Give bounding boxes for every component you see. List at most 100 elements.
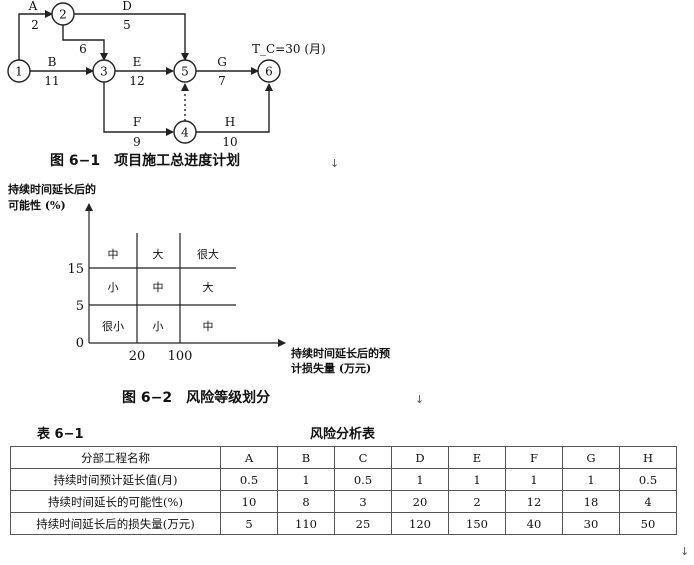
table-row: 持续时间延长后的损失量(万元) 5 110 25 120 150 40 30 5… xyxy=(10,512,677,535)
arrow-h xyxy=(196,83,273,133)
table-cell: 5 xyxy=(220,512,278,535)
arrow-dummy-2-3 xyxy=(62,25,108,61)
header-cell: H xyxy=(619,446,677,469)
cell-r1-c3: 很大 xyxy=(197,247,219,261)
node-5-label: 5 xyxy=(181,65,189,79)
table-cell: 25 xyxy=(334,512,392,535)
table-cell: 0.5 xyxy=(334,468,392,491)
header-cell: 分部工程名称 xyxy=(10,446,221,469)
table-cell: 40 xyxy=(505,512,563,535)
header-cell: B xyxy=(277,446,335,469)
header-cell: C xyxy=(334,446,392,469)
table-cell: 4 xyxy=(619,490,677,513)
table-cell: 1 xyxy=(391,468,449,491)
table-cell: 18 xyxy=(562,490,620,513)
header-cell: G xyxy=(562,446,620,469)
table-cell: 30 xyxy=(562,512,620,535)
row-label: 持续时间延长的可能性(%) xyxy=(10,490,221,513)
header-cell: A xyxy=(220,446,278,469)
activity-name-b: B xyxy=(48,55,57,69)
table-cell: 12 xyxy=(505,490,563,513)
header-cell: F xyxy=(505,446,563,469)
node-4-label: 4 xyxy=(181,126,189,140)
fig2-caption: 图 6−2 风险等级划分 xyxy=(122,390,271,406)
table-cell: 20 xyxy=(391,490,449,513)
x-tick-20: 20 xyxy=(129,349,146,364)
table-cell: 50 xyxy=(619,512,677,535)
node-1-circle xyxy=(7,59,31,83)
activity-duration-h: 10 xyxy=(222,135,237,149)
cell-r2-c3: 大 xyxy=(203,280,214,294)
total-duration-label: T_C=30 (月) xyxy=(252,42,326,56)
row-label: 持续时间预计延长值(月) xyxy=(10,468,221,491)
node-2-circle xyxy=(51,2,75,26)
table-cell: 8 xyxy=(277,490,335,513)
table-cell: 0.5 xyxy=(220,468,278,491)
activity-name-f: F xyxy=(133,115,141,129)
y-tick-15: 15 xyxy=(67,262,84,277)
node-5-circle xyxy=(173,59,197,83)
risk-matrix: 持续时间延长后的 可能性 (%) 持续时间延长后的预 计损失量 (万元) 15 … xyxy=(8,182,390,375)
table-number: 表 6−1 xyxy=(37,427,84,442)
dummy-label: 6 xyxy=(79,42,87,56)
arrow-d xyxy=(74,13,189,61)
table-cell: 150 xyxy=(448,512,506,535)
return-mark-1: ↓ xyxy=(330,157,340,170)
activity-duration-e: 12 xyxy=(129,74,144,88)
table-cell: 110 xyxy=(277,512,335,535)
y-tick-5: 5 xyxy=(76,299,84,314)
cell-r3-c3: 中 xyxy=(203,320,214,333)
node-3-circle xyxy=(92,59,116,83)
table-cell: 3 xyxy=(334,490,392,513)
cell-r3-c1: 很小 xyxy=(102,319,124,333)
activity-duration-f: 9 xyxy=(133,135,141,149)
cell-r2-c1: 小 xyxy=(108,281,119,294)
table-cell: 1 xyxy=(562,468,620,491)
activity-name-e: E xyxy=(133,55,142,69)
node-3-label: 3 xyxy=(100,65,108,79)
header-cell: D xyxy=(391,446,449,469)
activity-duration-g: 7 xyxy=(218,74,226,88)
table-row: 持续时间延长的可能性(%) 10 8 3 20 2 12 18 4 xyxy=(10,490,677,513)
y-axis-label-line1: 持续时间延长后的 xyxy=(8,182,96,196)
x-axis-label-line1: 持续时间延长后的预 xyxy=(291,346,390,360)
y-axis-label-line2: 可能性 (%) xyxy=(8,198,66,212)
grid-lines xyxy=(89,233,236,343)
row-label: 持续时间延长后的损失量(万元) xyxy=(10,512,221,535)
x-tick-100: 100 xyxy=(168,349,193,364)
cell-r1-c2: 大 xyxy=(153,247,164,261)
cell-r3-c2: 小 xyxy=(153,320,164,333)
node-6-label: 6 xyxy=(265,65,273,79)
risk-analysis-table: 分部工程名称 A B C D E F G H 持续时间预计延长值(月) 0.5 … xyxy=(10,446,677,535)
activity-duration-b: 11 xyxy=(44,74,59,88)
network-diagram: 1 2 3 4 5 6 A 2 D 5 6 B 11 E 12 G 7 F 9 … xyxy=(7,0,326,149)
table-cell: 1 xyxy=(277,468,335,491)
fig1-caption: 图 6−1 项目施工总进度计划 xyxy=(50,153,241,169)
activity-duration-d: 5 xyxy=(123,18,131,32)
cell-r1-c1: 中 xyxy=(108,248,119,261)
table-title: 风险分析表 xyxy=(310,427,376,442)
x-axis-label-line2: 计损失量 (万元) xyxy=(291,361,371,375)
activity-name-d: D xyxy=(122,0,132,13)
return-mark-2: ↓ xyxy=(415,393,425,406)
activity-name-a: A xyxy=(28,0,38,13)
activity-name-g: G xyxy=(217,55,227,69)
table-cell: 1 xyxy=(448,468,506,491)
table-cell: 0.5 xyxy=(619,468,677,491)
node-1-label: 1 xyxy=(15,65,23,79)
node-2-label: 2 xyxy=(59,8,67,22)
activity-name-h: H xyxy=(225,115,235,129)
header-cell: E xyxy=(448,446,506,469)
table-row: 持续时间预计延长值(月) 0.5 1 0.5 1 1 1 1 0.5 xyxy=(10,468,677,491)
activity-duration-a: 2 xyxy=(31,18,39,32)
y-tick-0: 0 xyxy=(76,336,84,351)
table-cell: 1 xyxy=(505,468,563,491)
cell-r2-c2: 中 xyxy=(153,281,164,294)
node-4-circle xyxy=(173,120,197,144)
arrow-f xyxy=(103,82,174,136)
table-header-row: 分部工程名称 A B C D E F G H xyxy=(10,446,677,469)
node-6-circle xyxy=(257,59,281,83)
return-mark-3: ↓ xyxy=(680,545,690,558)
table-cell: 120 xyxy=(391,512,449,535)
table-cell: 2 xyxy=(448,490,506,513)
